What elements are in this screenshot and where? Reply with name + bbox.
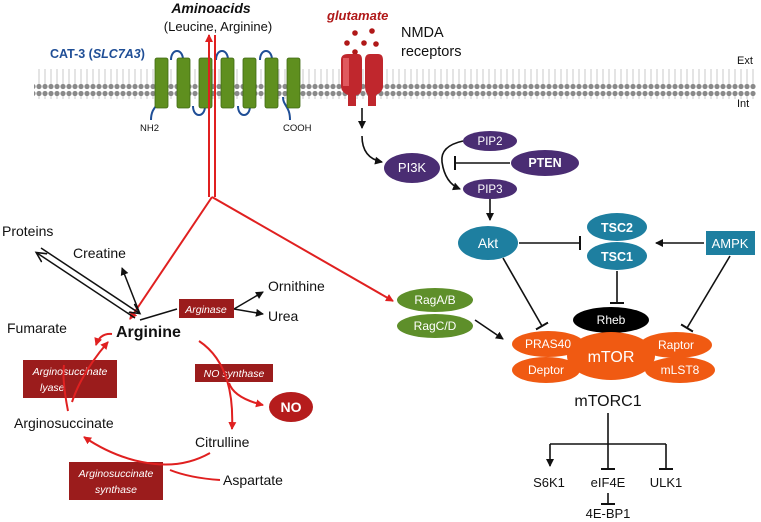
pip2-node [463, 131, 517, 151]
lyase-label-line1: Arginosuccinate [32, 366, 108, 378]
transporter-name: CAT-3 (SLC7A3) [50, 47, 145, 61]
synthase-label-line2: synthase [95, 484, 137, 496]
aminoacids-title: Aminoacids [170, 0, 251, 16]
s6k1-label: S6K1 [533, 475, 565, 490]
cell-membrane [34, 69, 756, 99]
ulk1-label: ULK1 [650, 475, 683, 490]
pten-label: PTEN [528, 156, 561, 170]
transporter-c-terminus: COOH [283, 123, 312, 134]
ornithine-label: Ornithine [268, 278, 325, 294]
nmda-label-line1: NMDA [401, 25, 444, 41]
synthase-label-line1: Arginosuccinate [78, 468, 154, 480]
rag-cd-label: RagC/D [414, 319, 457, 333]
mtorc1-label: mTORC1 [574, 393, 641, 410]
pras40-label: PRAS40 [525, 337, 571, 351]
deptor-node [512, 357, 580, 383]
transporter-n-terminus: NH2 [140, 123, 159, 134]
arginase-box [179, 299, 234, 318]
nmda-label-line2: receptors [401, 44, 461, 60]
synthase-box [69, 462, 163, 500]
pip2-label: PIP2 [478, 136, 503, 148]
pten-node [511, 150, 579, 176]
arginine-black-arrows [37, 247, 264, 321]
pras40-node [512, 331, 584, 357]
arginosuccinate-label: Arginosuccinate [14, 415, 114, 431]
tsc1-node [587, 242, 647, 270]
receptor-to-pi3k-arrow [358, 108, 383, 165]
citrulline-label: Citrulline [195, 434, 250, 450]
rag-ab-label: RagA/B [414, 293, 455, 307]
raptor-label: Raptor [658, 338, 694, 352]
mtor-node [567, 332, 655, 380]
no-synthase-box [195, 364, 273, 382]
mtor-label: mTOR [588, 349, 635, 366]
glutamate-label: glutamate [326, 8, 388, 23]
lyase-box [23, 360, 117, 398]
aspartate-label: Aspartate [223, 472, 283, 488]
rheb-label: Rheb [597, 313, 626, 327]
akt-label: Akt [478, 235, 498, 251]
pip3-node [463, 179, 517, 199]
mtorc1-downstream-edges [546, 413, 673, 505]
pi3k-label: PI3K [398, 160, 427, 175]
akt-node [458, 226, 518, 260]
rheb-node [573, 307, 649, 333]
urea-label: Urea [268, 308, 299, 324]
mtorc1-complex: Rheb PRAS40 Raptor Deptor mLST8 mTOR [512, 307, 715, 383]
nmda-receptor-icon [341, 54, 383, 106]
ampk-label: AMPK [712, 236, 749, 251]
raptor-node [640, 332, 712, 358]
lyase-label-line2: lyase [40, 382, 65, 394]
urea-cycle-arrows [62, 332, 264, 481]
glutamate-molecules [344, 28, 379, 55]
akt-tsc-ampk-edges [502, 236, 731, 333]
arginine-label: Arginine [116, 324, 181, 341]
tsc2-node [587, 213, 647, 241]
tsc1-label: TSC1 [601, 250, 633, 264]
no-node [269, 392, 313, 422]
mlst8-label: mLST8 [661, 363, 700, 377]
rag-to-mtor-arrow [474, 319, 504, 340]
rag-cd-node [397, 314, 473, 338]
pip3-label: PIP3 [478, 184, 503, 196]
fumarate-label: Fumarate [7, 320, 67, 336]
arginase-label: Arginase [184, 304, 227, 316]
tsc2-label: TSC2 [601, 221, 633, 235]
ampk-node [706, 231, 755, 255]
rag-ab-node [397, 288, 473, 312]
no-label: NO [281, 399, 302, 415]
creatine-label: Creatine [73, 245, 126, 261]
pi3k-node [384, 153, 440, 183]
no-synthase-label: NO synthase [204, 368, 265, 380]
4ebp1-label: 4E-BP1 [586, 506, 631, 521]
pip-conversion-arrows [441, 140, 510, 221]
aminoacid-transport-arrows [129, 34, 394, 320]
mlst8-node [645, 357, 715, 383]
deptor-label: Deptor [528, 363, 564, 377]
eif4e-label: eIF4E [591, 475, 626, 490]
aminoacids-subtitle: (Leucine, Arginine) [164, 19, 272, 34]
proteins-label: Proteins [2, 223, 53, 239]
membrane-int-label: Int [737, 98, 749, 110]
membrane-ext-label: Ext [737, 55, 753, 67]
